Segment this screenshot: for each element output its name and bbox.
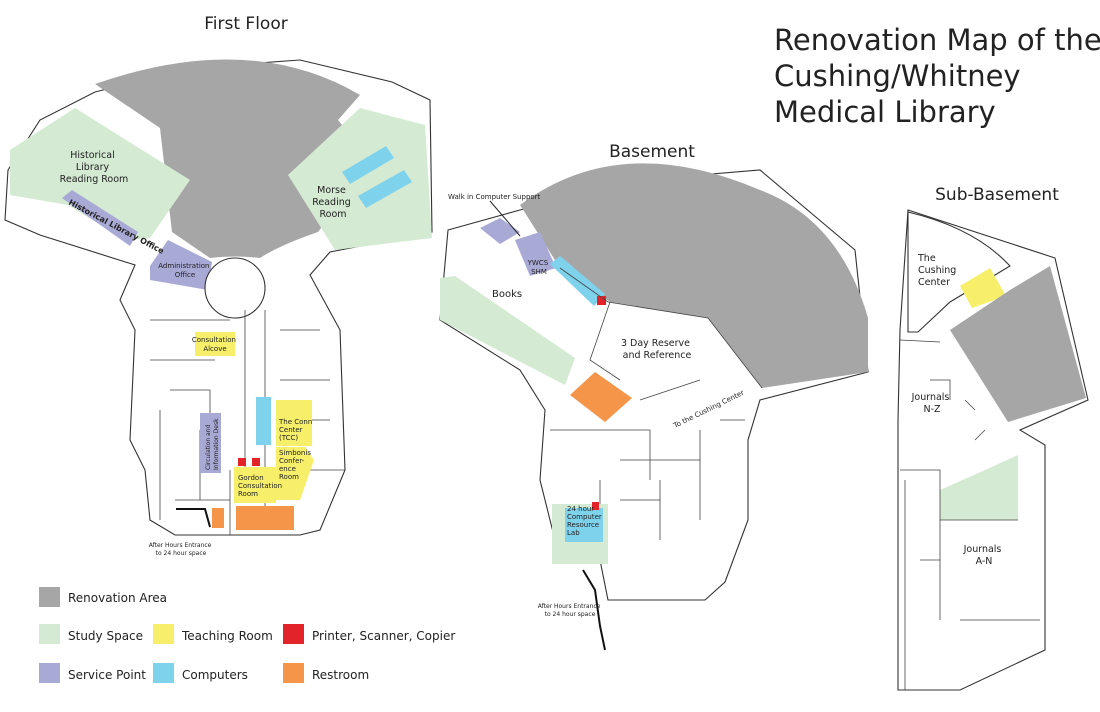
- basement-restroom: [570, 372, 632, 422]
- legend-label-restroom: Restroom: [312, 668, 369, 682]
- map-title: Renovation Map of the Cushing/Whitney Me…: [774, 23, 1100, 129]
- first-floor-rotunda: [204, 257, 266, 319]
- simbonis-room-label: Simbonis Confer- ence Room: [279, 449, 313, 481]
- sub-basement-internal-walls: [899, 339, 1040, 690]
- sub-basement-plan: Sub-Basement The Cushing Center Journals…: [897, 185, 1089, 691]
- basement-service-point-1: [480, 218, 520, 244]
- circulation-desk-label: Circulation and Information Desk: [205, 418, 220, 470]
- legend-swatch-renovation: [39, 587, 60, 607]
- cushing-center-label: The Cushing Center: [917, 253, 959, 288]
- legend-swatch-computers: [153, 663, 174, 683]
- reserve-reference-label: 3 Day Reserve and Reference: [621, 338, 693, 361]
- gordon-room-label: Gordon Consultation Room: [238, 474, 284, 498]
- circulation-information-desk: [200, 413, 221, 473]
- legend-item-study: Study Space: [39, 624, 143, 644]
- computer-lab-label: 24 hour Computer Resource Lab: [567, 505, 604, 537]
- simbonis-conference-room: [276, 447, 314, 500]
- basement-after-hours-label: After Hours Entrance to 24 hour space: [538, 603, 603, 618]
- legend-item-teaching: Teaching Room: [153, 624, 273, 644]
- historical-reading-room-label: Historical Library Reading Room: [60, 150, 129, 185]
- basement-service-point-ycs: [515, 232, 556, 276]
- legend-item-service: Service Point: [39, 663, 146, 683]
- first-floor-renovation-area: [95, 59, 372, 259]
- legend-label-teaching: Teaching Room: [181, 629, 273, 643]
- basement-title: Basement: [609, 142, 695, 162]
- morse-computers-1: [342, 146, 394, 184]
- map-title-line-2: Cushing/Whitney: [774, 59, 1021, 93]
- walk-in-support-label: Walk in Computer Support: [448, 193, 541, 201]
- legend-item-restroom: Restroom: [283, 663, 369, 683]
- morse-reading-room-label: Morse Reading Room: [312, 185, 354, 220]
- first-floor-title: First Floor: [204, 14, 287, 34]
- map-title-line-3: Medical Library: [774, 95, 996, 129]
- legend-item-renovation: Renovation Area: [39, 587, 167, 607]
- legend-item-computers: Computers: [153, 663, 248, 683]
- basement-books-study-space: [440, 276, 575, 385]
- morse-computers-2: [358, 170, 412, 208]
- ycs-shm-label: YWCS SHM: [527, 259, 551, 276]
- basement-computers: [550, 256, 605, 306]
- computer-resource-lab: [565, 508, 603, 542]
- cushing-center-room: [907, 211, 1011, 333]
- sub-basement-title: Sub-Basement: [935, 185, 1059, 205]
- consultation-alcove: [195, 332, 235, 356]
- sub-basement-renovation-area: [950, 266, 1086, 422]
- first-floor-after-hours-label: After Hours Entrance to 24 hour space: [149, 542, 214, 557]
- first-floor-computers: [256, 397, 271, 445]
- legend-label-renovation: Renovation Area: [68, 591, 167, 605]
- basement-printer: [597, 296, 606, 305]
- administration-office: [150, 240, 212, 290]
- historical-library-office: [62, 190, 138, 246]
- sub-basement-study-space: [940, 455, 1018, 520]
- legend-label-service: Service Point: [68, 668, 146, 682]
- legend-label-computers: Computers: [182, 668, 248, 682]
- journals-nz-label: Journals N-Z: [911, 392, 953, 415]
- walk-in-support-pointer: [489, 200, 521, 237]
- legend-swatch-study: [39, 624, 60, 644]
- morse-reading-room: [288, 108, 432, 250]
- map-title-line-1: Renovation Map of the: [774, 23, 1100, 57]
- legend-swatch-printer: [283, 624, 304, 644]
- map-legend: Renovation Area Study Space Teaching Roo…: [39, 587, 455, 683]
- legend-label-study: Study Space: [68, 629, 143, 643]
- first-floor-plan: First Floor: [4, 14, 433, 557]
- basement-plan: Basement Walk in Computer Support YWCS: [439, 142, 869, 651]
- legend-label-printer: Printer, Scanner, Copier: [312, 629, 455, 643]
- first-floor-printer-1: [238, 458, 246, 466]
- basement-after-hours-path: [582, 569, 606, 651]
- journals-an-label: Journals A-N: [963, 544, 1005, 567]
- basement-renovation-area: [520, 163, 868, 388]
- legend-swatch-teaching: [153, 624, 174, 644]
- legend-swatch-restroom: [283, 663, 304, 683]
- gordon-consultation-room: [234, 467, 276, 503]
- historical-reading-room: [10, 108, 190, 240]
- legend-swatch-service: [39, 663, 60, 683]
- first-floor-restroom-small: [212, 508, 224, 528]
- consultation-alcove-label: Consultation Alcove: [192, 336, 238, 353]
- first-floor-printer-2: [252, 458, 260, 466]
- legend-item-printer: Printer, Scanner, Copier: [283, 624, 455, 644]
- conn-center-tcc: [276, 400, 312, 446]
- first-floor-restroom: [236, 506, 294, 530]
- conn-center-label: The Conn Center (TCC): [278, 418, 315, 442]
- first-floor-after-hours-path: [176, 508, 211, 528]
- administration-office-label: Administration Office: [158, 262, 211, 279]
- books-label: Books: [492, 289, 522, 300]
- basement-lab-printer: [592, 502, 599, 510]
- cushing-center-teaching-room: [960, 268, 1006, 308]
